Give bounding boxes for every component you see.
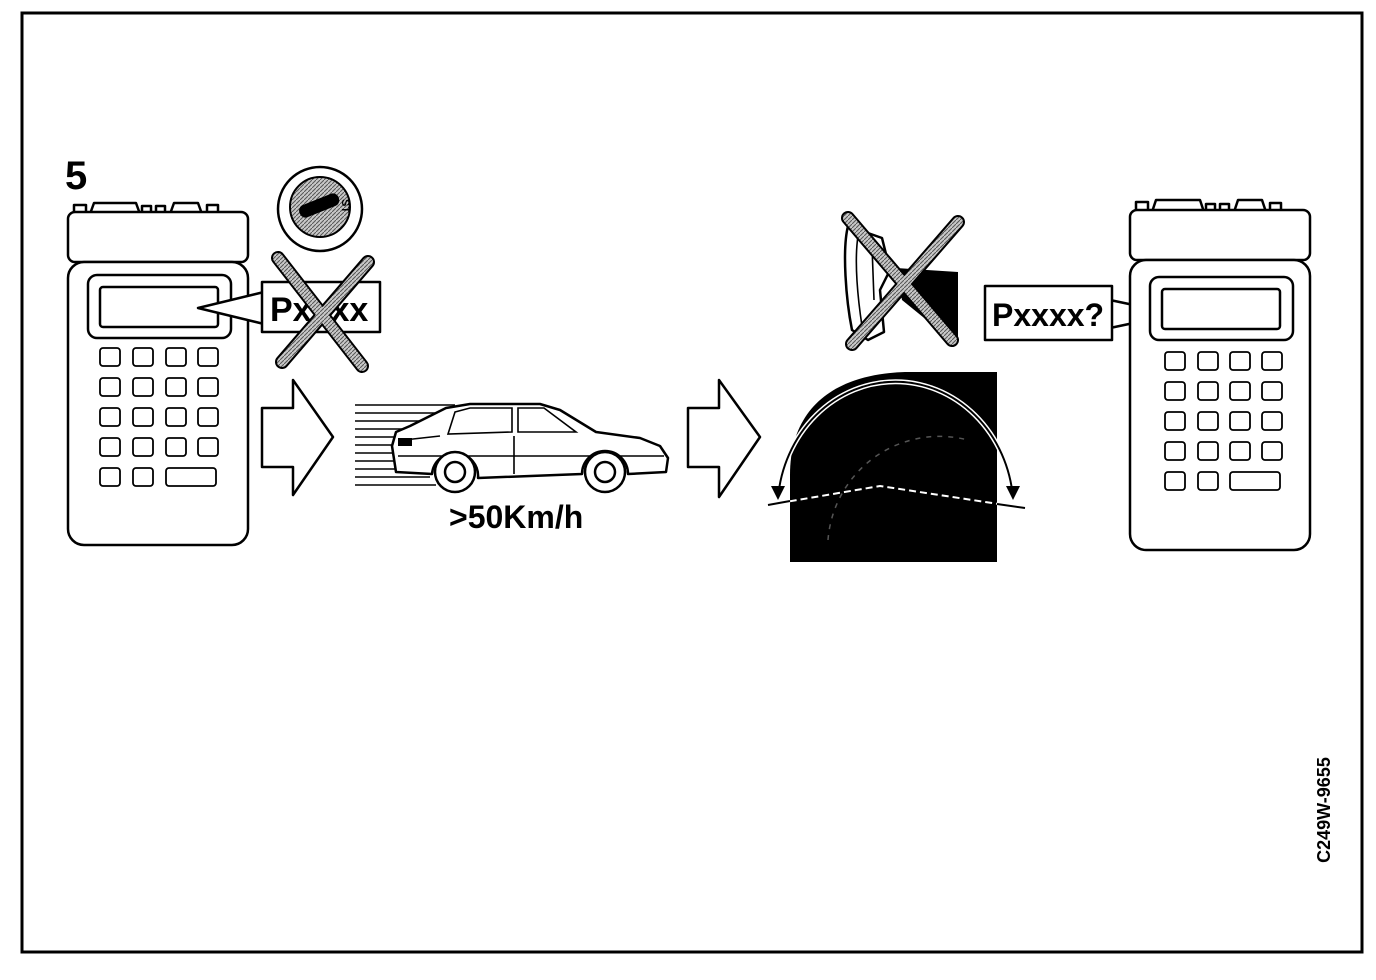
tester-screen xyxy=(1160,287,1282,331)
keypad-button xyxy=(1164,441,1186,461)
keypad-button xyxy=(165,407,187,427)
ignition-lock-marking: ST xyxy=(339,199,351,213)
tester-keypad xyxy=(99,347,219,487)
keypad-button xyxy=(197,377,219,397)
keypad-button xyxy=(1197,411,1219,431)
keypad-button xyxy=(165,437,187,457)
keypad-button xyxy=(1229,381,1251,401)
keypad-button xyxy=(1197,381,1219,401)
keypad-button xyxy=(197,437,219,457)
figure-frame xyxy=(20,11,1364,954)
keypad-button xyxy=(197,347,219,367)
keypad-button xyxy=(197,407,219,427)
left-diagnostic-tester-icon xyxy=(66,201,250,547)
crossed-out-control-icon xyxy=(841,211,965,351)
right-display-query: Pxxxx? xyxy=(992,297,1104,333)
keypad-button xyxy=(1164,411,1186,431)
keypad-button xyxy=(132,377,154,397)
figure-id: C249W-9655 xyxy=(1314,757,1334,863)
keypad-button xyxy=(1229,441,1251,461)
keypad-button xyxy=(1164,471,1186,491)
keypad-button xyxy=(1261,381,1283,401)
keypad-button xyxy=(1164,351,1186,371)
dial-gauge-icon xyxy=(767,372,1026,562)
right-diagnostic-tester-icon xyxy=(1128,198,1312,552)
keypad-button xyxy=(132,437,154,457)
keypad-button xyxy=(165,347,187,367)
keypad-button xyxy=(132,347,154,367)
car-icon xyxy=(390,402,670,494)
keypad-button xyxy=(1261,441,1283,461)
keypad-button xyxy=(99,347,121,367)
keypad-button xyxy=(165,377,187,397)
cross-out-icon xyxy=(271,251,375,373)
keypad-button xyxy=(99,437,121,457)
keypad-button xyxy=(1197,351,1219,371)
keypad-button xyxy=(132,467,154,487)
keypad-button xyxy=(1164,381,1186,401)
right-code-callout: Pxxxx? xyxy=(983,284,1178,342)
keypad-button xyxy=(1261,351,1283,371)
speed-label: >50Km/h xyxy=(449,499,583,535)
keypad-button xyxy=(99,467,121,487)
keypad-button xyxy=(1197,471,1219,491)
step-number: 5 xyxy=(65,154,87,198)
keypad-wide-button xyxy=(1229,471,1281,491)
keypad-button xyxy=(1229,351,1251,371)
keypad-button xyxy=(1229,411,1251,431)
tester-keypad xyxy=(1164,351,1283,491)
keypad-button xyxy=(99,377,121,397)
arrow-right-icon xyxy=(260,378,335,497)
keypad-button xyxy=(1197,441,1219,461)
keypad-button xyxy=(132,407,154,427)
keypad-button xyxy=(99,407,121,427)
keypad-button xyxy=(1261,411,1283,431)
ignition-lock-icon: ST xyxy=(276,165,364,253)
keypad-wide-button xyxy=(165,467,217,487)
arrow-right-icon xyxy=(686,378,762,499)
